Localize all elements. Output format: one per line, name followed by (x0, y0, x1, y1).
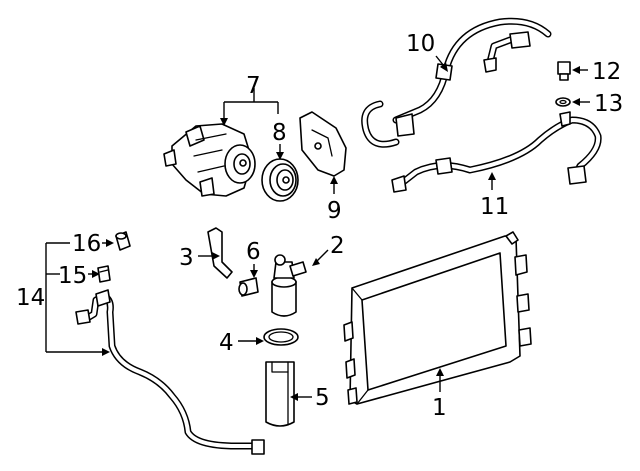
callout-11: 11 (480, 194, 509, 220)
callout-14: 14 (16, 285, 45, 311)
valve-15 (97, 265, 111, 283)
leader-lines (45, 55, 590, 401)
callout-3: 3 (179, 245, 194, 271)
liquid-line (391, 111, 602, 193)
clutch (261, 158, 299, 202)
callout-2: 2 (330, 233, 345, 259)
compressor (163, 123, 256, 197)
callout-10: 10 (406, 31, 435, 57)
callout-labels: 1 2 3 4 5 6 7 8 9 10 11 12 13 14 15 16 (16, 31, 623, 421)
valve-core (557, 61, 571, 81)
condenser (343, 231, 532, 405)
callout-7: 7 (246, 73, 261, 99)
suction-hose (361, 17, 552, 148)
callout-4: 4 (219, 330, 234, 356)
callout-8: 8 (272, 120, 287, 146)
callout-1: 1 (432, 395, 447, 421)
callout-6: 6 (246, 239, 261, 265)
cover (299, 111, 347, 177)
callout-15: 15 (58, 263, 87, 289)
callout-12: 12 (592, 59, 621, 85)
hose-assembly (75, 289, 265, 455)
insulator (265, 361, 295, 427)
strap (263, 328, 299, 346)
callout-16: 16 (72, 231, 101, 257)
callout-5: 5 (315, 385, 330, 411)
o-ring (555, 97, 571, 107)
receiver-drier (271, 254, 307, 317)
bracket (207, 227, 233, 279)
callout-9: 9 (327, 198, 342, 224)
switch (238, 277, 259, 297)
callout-13: 13 (594, 91, 623, 117)
cap-16 (115, 231, 131, 251)
